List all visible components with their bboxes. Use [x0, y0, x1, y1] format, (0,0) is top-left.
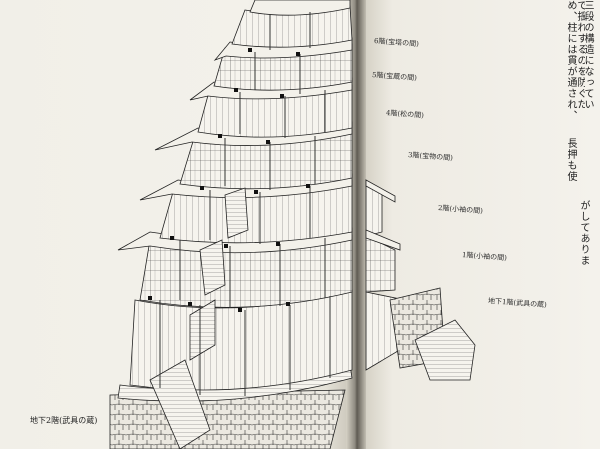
body-text-line-2: で揺れするのを防ぐため、柱には貫が通され、	[565, 0, 585, 121]
body-text-line-1: 三段の構造になってい	[582, 0, 593, 110]
body-text-line-3: 長押も使	[565, 138, 576, 182]
body-text-line-4: がしてありま	[578, 200, 589, 266]
right-page	[364, 0, 600, 449]
tower-drawing-right	[365, 179, 476, 381]
tower-drawing	[109, 0, 353, 449]
caption-basement-2: 地下2階(武具の蔵)	[30, 416, 98, 425]
